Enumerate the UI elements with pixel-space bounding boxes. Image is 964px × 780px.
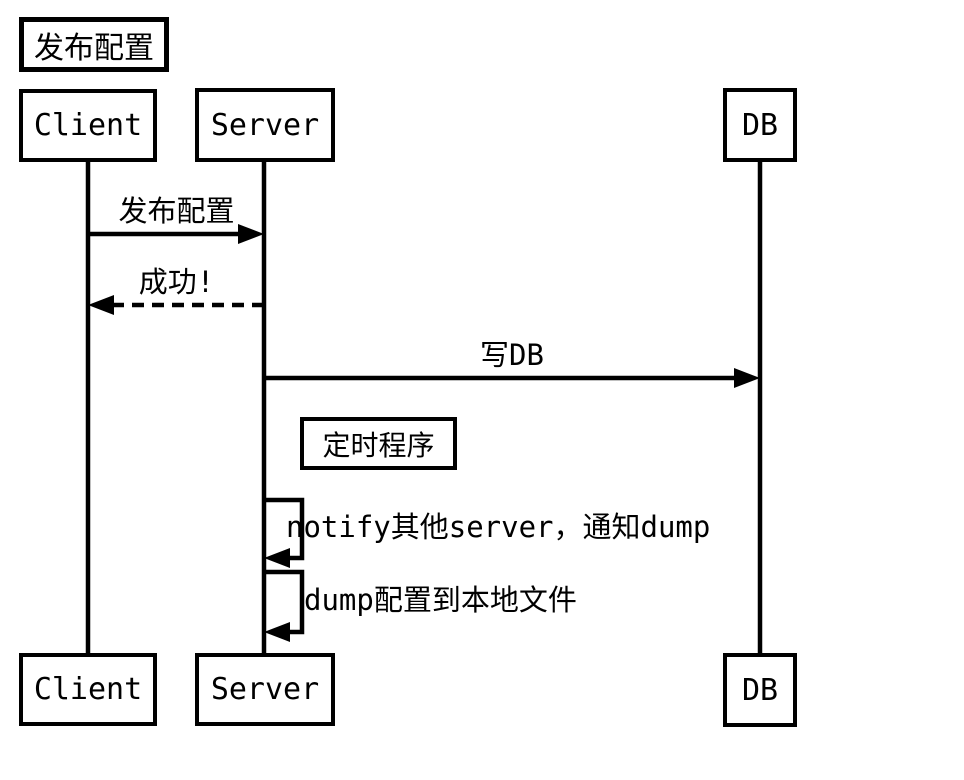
diagram-title: 发布配置	[19, 17, 169, 72]
message-label-write-db: 写DB	[480, 338, 544, 372]
message-label-publish-config: 发布配置	[118, 194, 235, 228]
participant-client-bottom: Client	[19, 653, 157, 726]
participant-db-top: DB	[723, 88, 797, 162]
message-label-notify: notify其他server，通知dump	[286, 510, 711, 544]
arrowhead-write-db	[734, 368, 760, 388]
arrowhead-publish-config	[238, 224, 264, 244]
note-timer-program: 定时程序	[300, 417, 457, 470]
participant-client-top: Client	[19, 89, 157, 162]
self-loop-dump	[266, 569, 305, 635]
participant-server-top: Server	[195, 88, 335, 162]
self-loop-notify	[266, 497, 305, 561]
arrowhead-dump	[264, 622, 290, 642]
message-label-dump: dump配置到本地文件	[304, 583, 577, 617]
message-label-success: 成功!	[138, 265, 215, 299]
participant-db-bottom: DB	[723, 653, 797, 727]
participant-server-bottom: Server	[195, 653, 335, 726]
arrowhead-notify	[264, 548, 290, 568]
arrowhead-success	[88, 295, 114, 315]
